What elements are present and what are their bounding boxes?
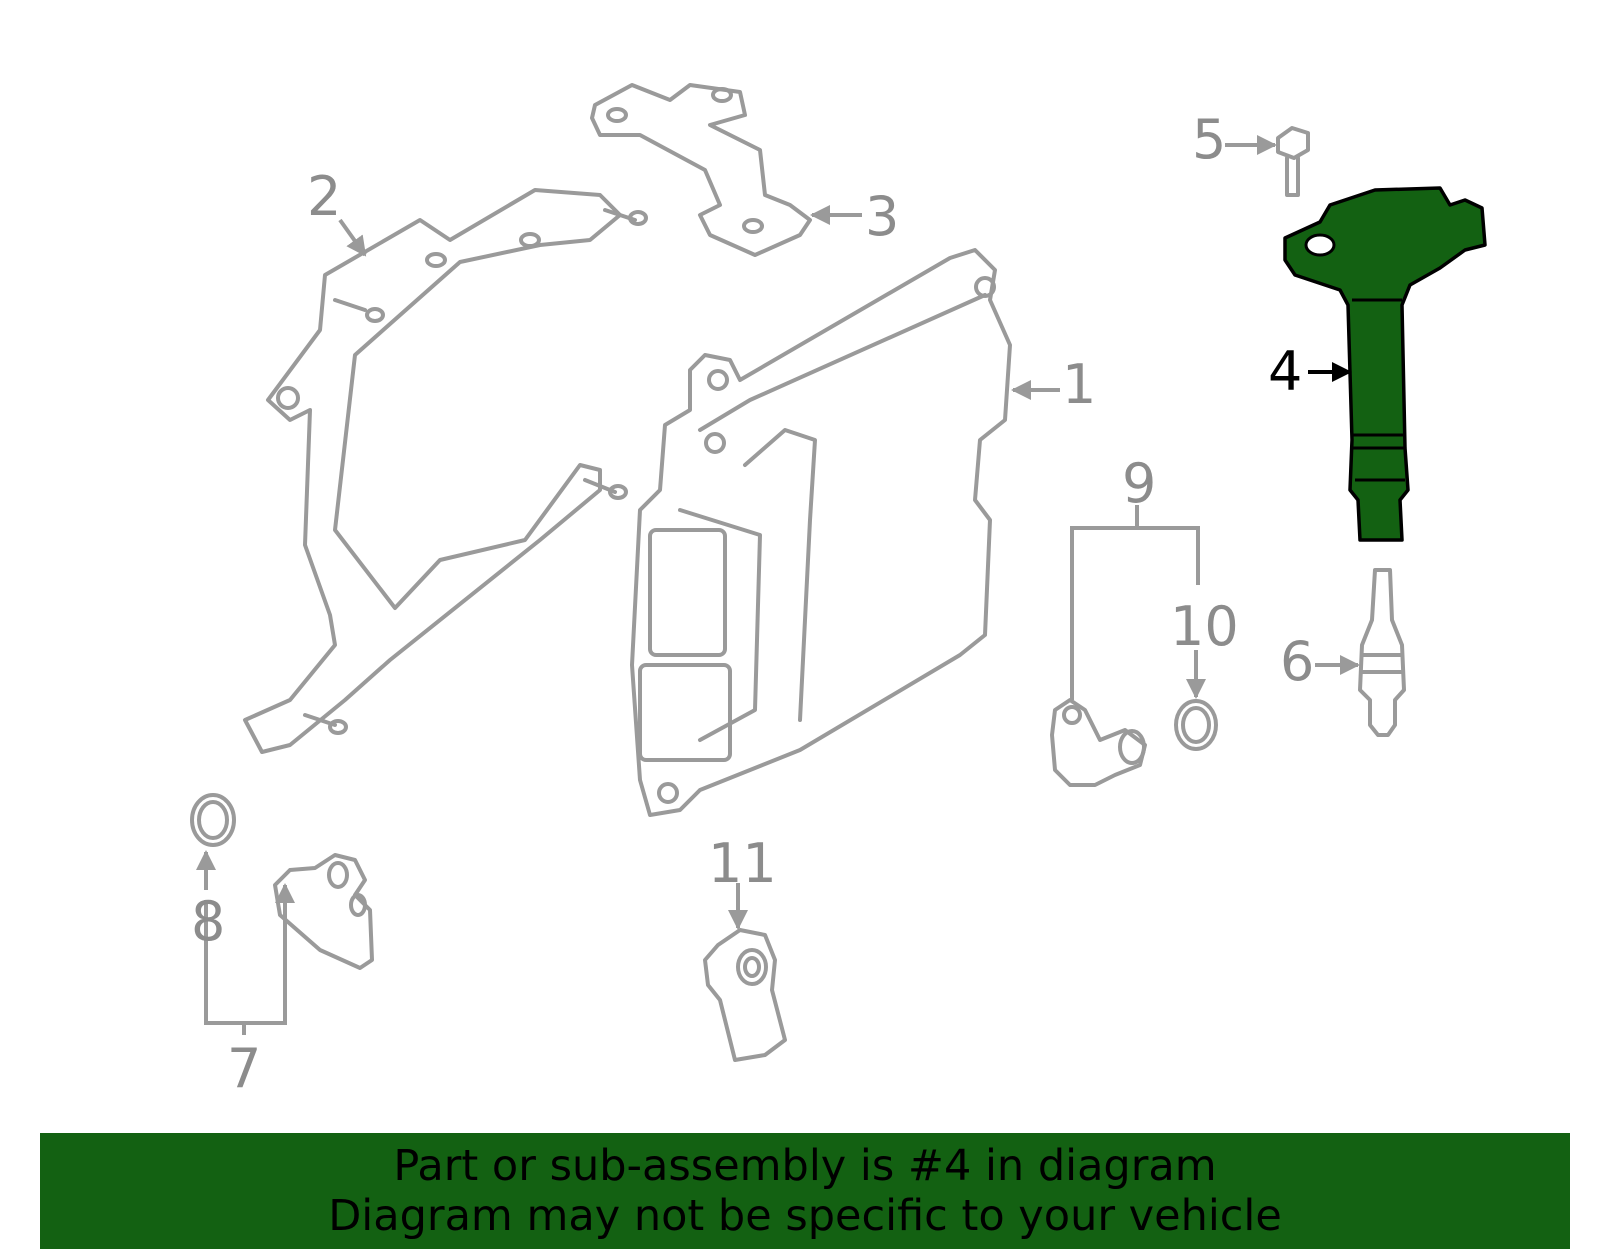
- callout-6: 6: [1280, 630, 1314, 693]
- part-6-spark-plug[interactable]: [1358, 568, 1406, 737]
- callout-2: 2: [307, 165, 341, 228]
- callout-1: 1: [1062, 353, 1096, 416]
- callout-3: 3: [865, 185, 899, 248]
- part-10-o-ring[interactable]: [1174, 699, 1218, 751]
- part-9-sensor[interactable]: [1050, 698, 1147, 787]
- info-banner: Part or sub-assembly is #4 in diagram Di…: [40, 1133, 1570, 1249]
- callout-11: 11: [708, 832, 777, 895]
- callout-8: 8: [191, 890, 225, 953]
- part-1-ecu[interactable]: [630, 248, 1012, 817]
- callout-7: 7: [227, 1037, 261, 1100]
- callout-5: 5: [1192, 108, 1226, 171]
- banner-line-2: Diagram may not be specific to your vehi…: [328, 1191, 1282, 1241]
- callout-4: 4: [1268, 340, 1302, 403]
- part-8-o-ring[interactable]: [190, 793, 236, 847]
- part-2-bracket[interactable]: [243, 188, 648, 754]
- callout-9: 9: [1122, 452, 1156, 515]
- leader-lines: [196, 135, 1360, 1035]
- callouts: 1 2 3 4 5 6 7 8 9 10 11: [191, 108, 1314, 1100]
- callout-10: 10: [1170, 595, 1239, 658]
- banner-line-1: Part or sub-assembly is #4 in diagram: [393, 1141, 1217, 1191]
- part-3-bracket[interactable]: [590, 83, 812, 257]
- leader-2: [338, 218, 367, 257]
- part-4-ignition-coil[interactable]: [1283, 186, 1487, 542]
- part-7-sensor[interactable]: [273, 853, 374, 970]
- part-11-knock-sensor[interactable]: [703, 928, 787, 1062]
- part-5-bolt[interactable]: [1276, 126, 1310, 197]
